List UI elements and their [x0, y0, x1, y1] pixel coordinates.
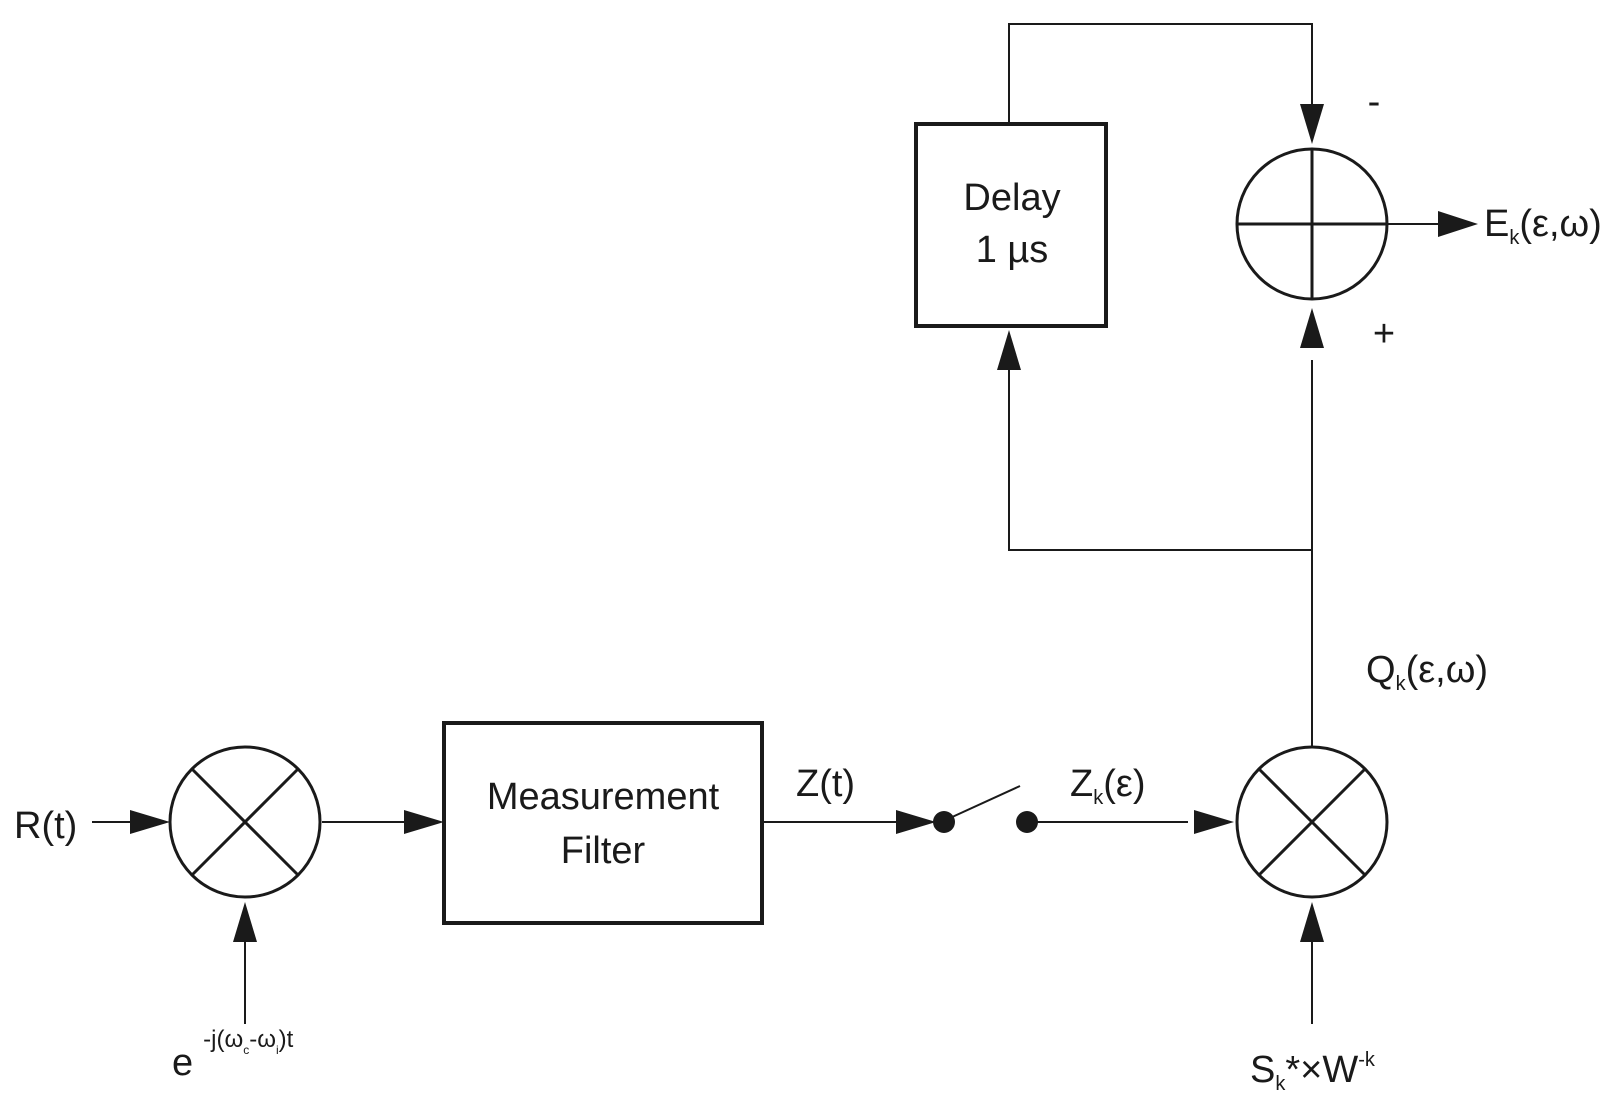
ek-label: Ek(ε,ω) — [1484, 203, 1602, 249]
ek-sub: k — [1509, 227, 1520, 249]
delay-label-line2: 1 µs — [976, 229, 1049, 271]
reference-arrow — [1300, 902, 1324, 942]
osc-base: e — [172, 1042, 193, 1084]
delay-input-arrow — [997, 330, 1021, 370]
switch-contact-right — [1016, 811, 1038, 833]
osc-exp-c: c — [243, 1043, 249, 1057]
zk-sub: k — [1093, 787, 1104, 809]
switch-input-arrow — [896, 810, 936, 834]
delay-block — [914, 122, 1108, 328]
measurement-filter-block — [442, 721, 764, 925]
delay-label-line1: Delay — [963, 177, 1060, 219]
osc-exp-i: i — [276, 1043, 279, 1057]
qk-label: Qk(ε,ω) — [1366, 649, 1488, 695]
sum-minus-arrow — [1300, 104, 1324, 144]
zk-base: Z — [1070, 763, 1093, 805]
osc-exp-suffix: )t — [279, 1026, 294, 1053]
qk-sub: k — [1396, 673, 1407, 695]
ek-arg: (ε,ω) — [1519, 203, 1601, 245]
sk-base: S — [1250, 1049, 1275, 1091]
switch-contact-left — [933, 811, 955, 833]
delay-feed-wire — [1008, 370, 1312, 551]
correlator-mixer — [1235, 745, 1389, 899]
sk-mid: *×W — [1285, 1049, 1358, 1091]
qk-arg: (ε,ω) — [1406, 649, 1488, 691]
sum-plus-sign: + — [1373, 313, 1395, 355]
filter-label-line2: Filter — [561, 830, 646, 872]
reference-label: Sk*×W-k — [1250, 1049, 1376, 1095]
osc-exp-prefix: -j(ω — [203, 1026, 243, 1053]
sk-sup: -k — [1358, 1049, 1376, 1071]
input-signal-label: R(t) — [14, 805, 77, 847]
filter-input-arrow — [404, 810, 444, 834]
switch-blade — [949, 785, 1021, 819]
ek-base: E — [1484, 203, 1509, 245]
mixer2-input-arrow — [1194, 810, 1234, 834]
sk-sub: k — [1275, 1073, 1286, 1095]
input-arrow — [130, 810, 170, 834]
filter-label-line1: Measurement — [487, 776, 720, 818]
input-mixer — [168, 745, 322, 899]
z-t-label: Z(t) — [796, 763, 855, 805]
sum-output-arrow — [1438, 211, 1478, 237]
summing-junction — [1235, 147, 1389, 301]
oscillator-arrow — [233, 902, 257, 942]
sum-minus-sign: - — [1368, 81, 1381, 123]
zk-arg: (ε) — [1103, 763, 1145, 805]
osc-exp-mid: -ω — [249, 1026, 276, 1053]
oscillator-label: e -j(ωc-ωi)t — [172, 1026, 294, 1084]
delay-output-wire — [1008, 23, 1313, 124]
zk-label: Zk(ε) — [1070, 763, 1145, 809]
qk-base: Q — [1366, 649, 1396, 691]
sum-plus-arrow — [1300, 308, 1324, 348]
